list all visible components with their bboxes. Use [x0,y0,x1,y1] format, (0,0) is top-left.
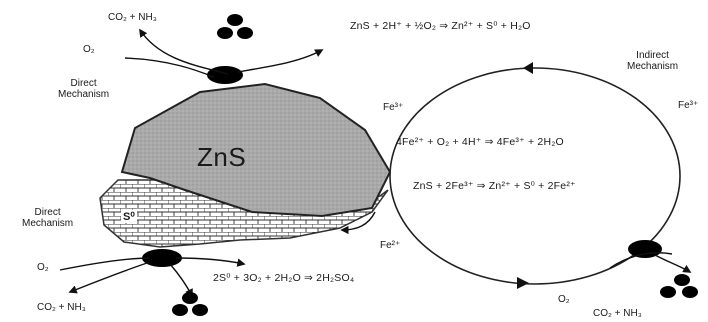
fe2-bottom-label: Fe²⁺ [380,240,401,251]
flow-to-co2-top [139,28,229,75]
equation-top: ZnS + 2H⁺ + ½O₂ ⇒ Zn²⁺ + S⁰ + H₂O [350,20,531,32]
zns-label: ZnS [197,142,247,172]
equation-middle: 4Fe²⁺ + O₂ + 4H⁺ ⇒ 4Fe³⁺ + 2H₂O [396,136,564,148]
direct-mechanism-top-label: Direct Mechanism [58,78,110,100]
indirect-mechanism-label: Indirect Mechanism [627,50,679,72]
cell-bottom-left [142,249,182,267]
o2-top-label: O₂ [83,44,95,55]
flow-right-cluster [654,254,692,273]
flow-top-out [237,49,324,73]
co2-nh3-bottom-label: CO₂ + NH₃ [37,302,86,313]
flow-o2-top [124,57,215,78]
cell-right [628,240,662,258]
flow-bottom-down [169,263,193,298]
flow-o2-bottom [59,257,151,271]
co2-nh3-right-label: CO₂ + NH₃ [593,308,642,319]
flow-to-co2-bottom [68,261,151,294]
cell-cluster-right [660,274,698,298]
flow-right-out [609,252,673,269]
cell-top [207,66,243,84]
equation-lower: ZnS + 2Fe³⁺ ⇒ Zn²⁺ + S⁰ + 2Fe²⁺ [413,180,576,192]
o2-right-label: O₂ [558,294,570,305]
cycle-arrowhead-top [523,62,533,74]
flow-bottom-right [175,257,246,267]
cell-cluster-top [217,14,253,39]
fe3-right-label: Fe³⁺ [678,100,699,111]
fe3-left-label: Fe³⁺ [383,102,404,113]
equation-bottom: 2S⁰ + 3O₂ + 2H₂O ⇒ 2H₂SO₄ [213,272,355,284]
co2-nh3-top-label: CO₂ + NH₃ [108,12,157,23]
sulfur-label: S⁰ [121,210,137,223]
zns-particle [120,82,392,218]
cell-cluster-bottom-left [172,292,208,316]
o2-bottom-label: O₂ [37,262,49,273]
cycle-arrowhead-bottom [517,277,529,289]
indirect-cycle-circle [389,67,681,285]
direct-mechanism-bottom-label: Direct Mechanism [22,207,74,229]
flow-fe2-return [340,211,376,235]
